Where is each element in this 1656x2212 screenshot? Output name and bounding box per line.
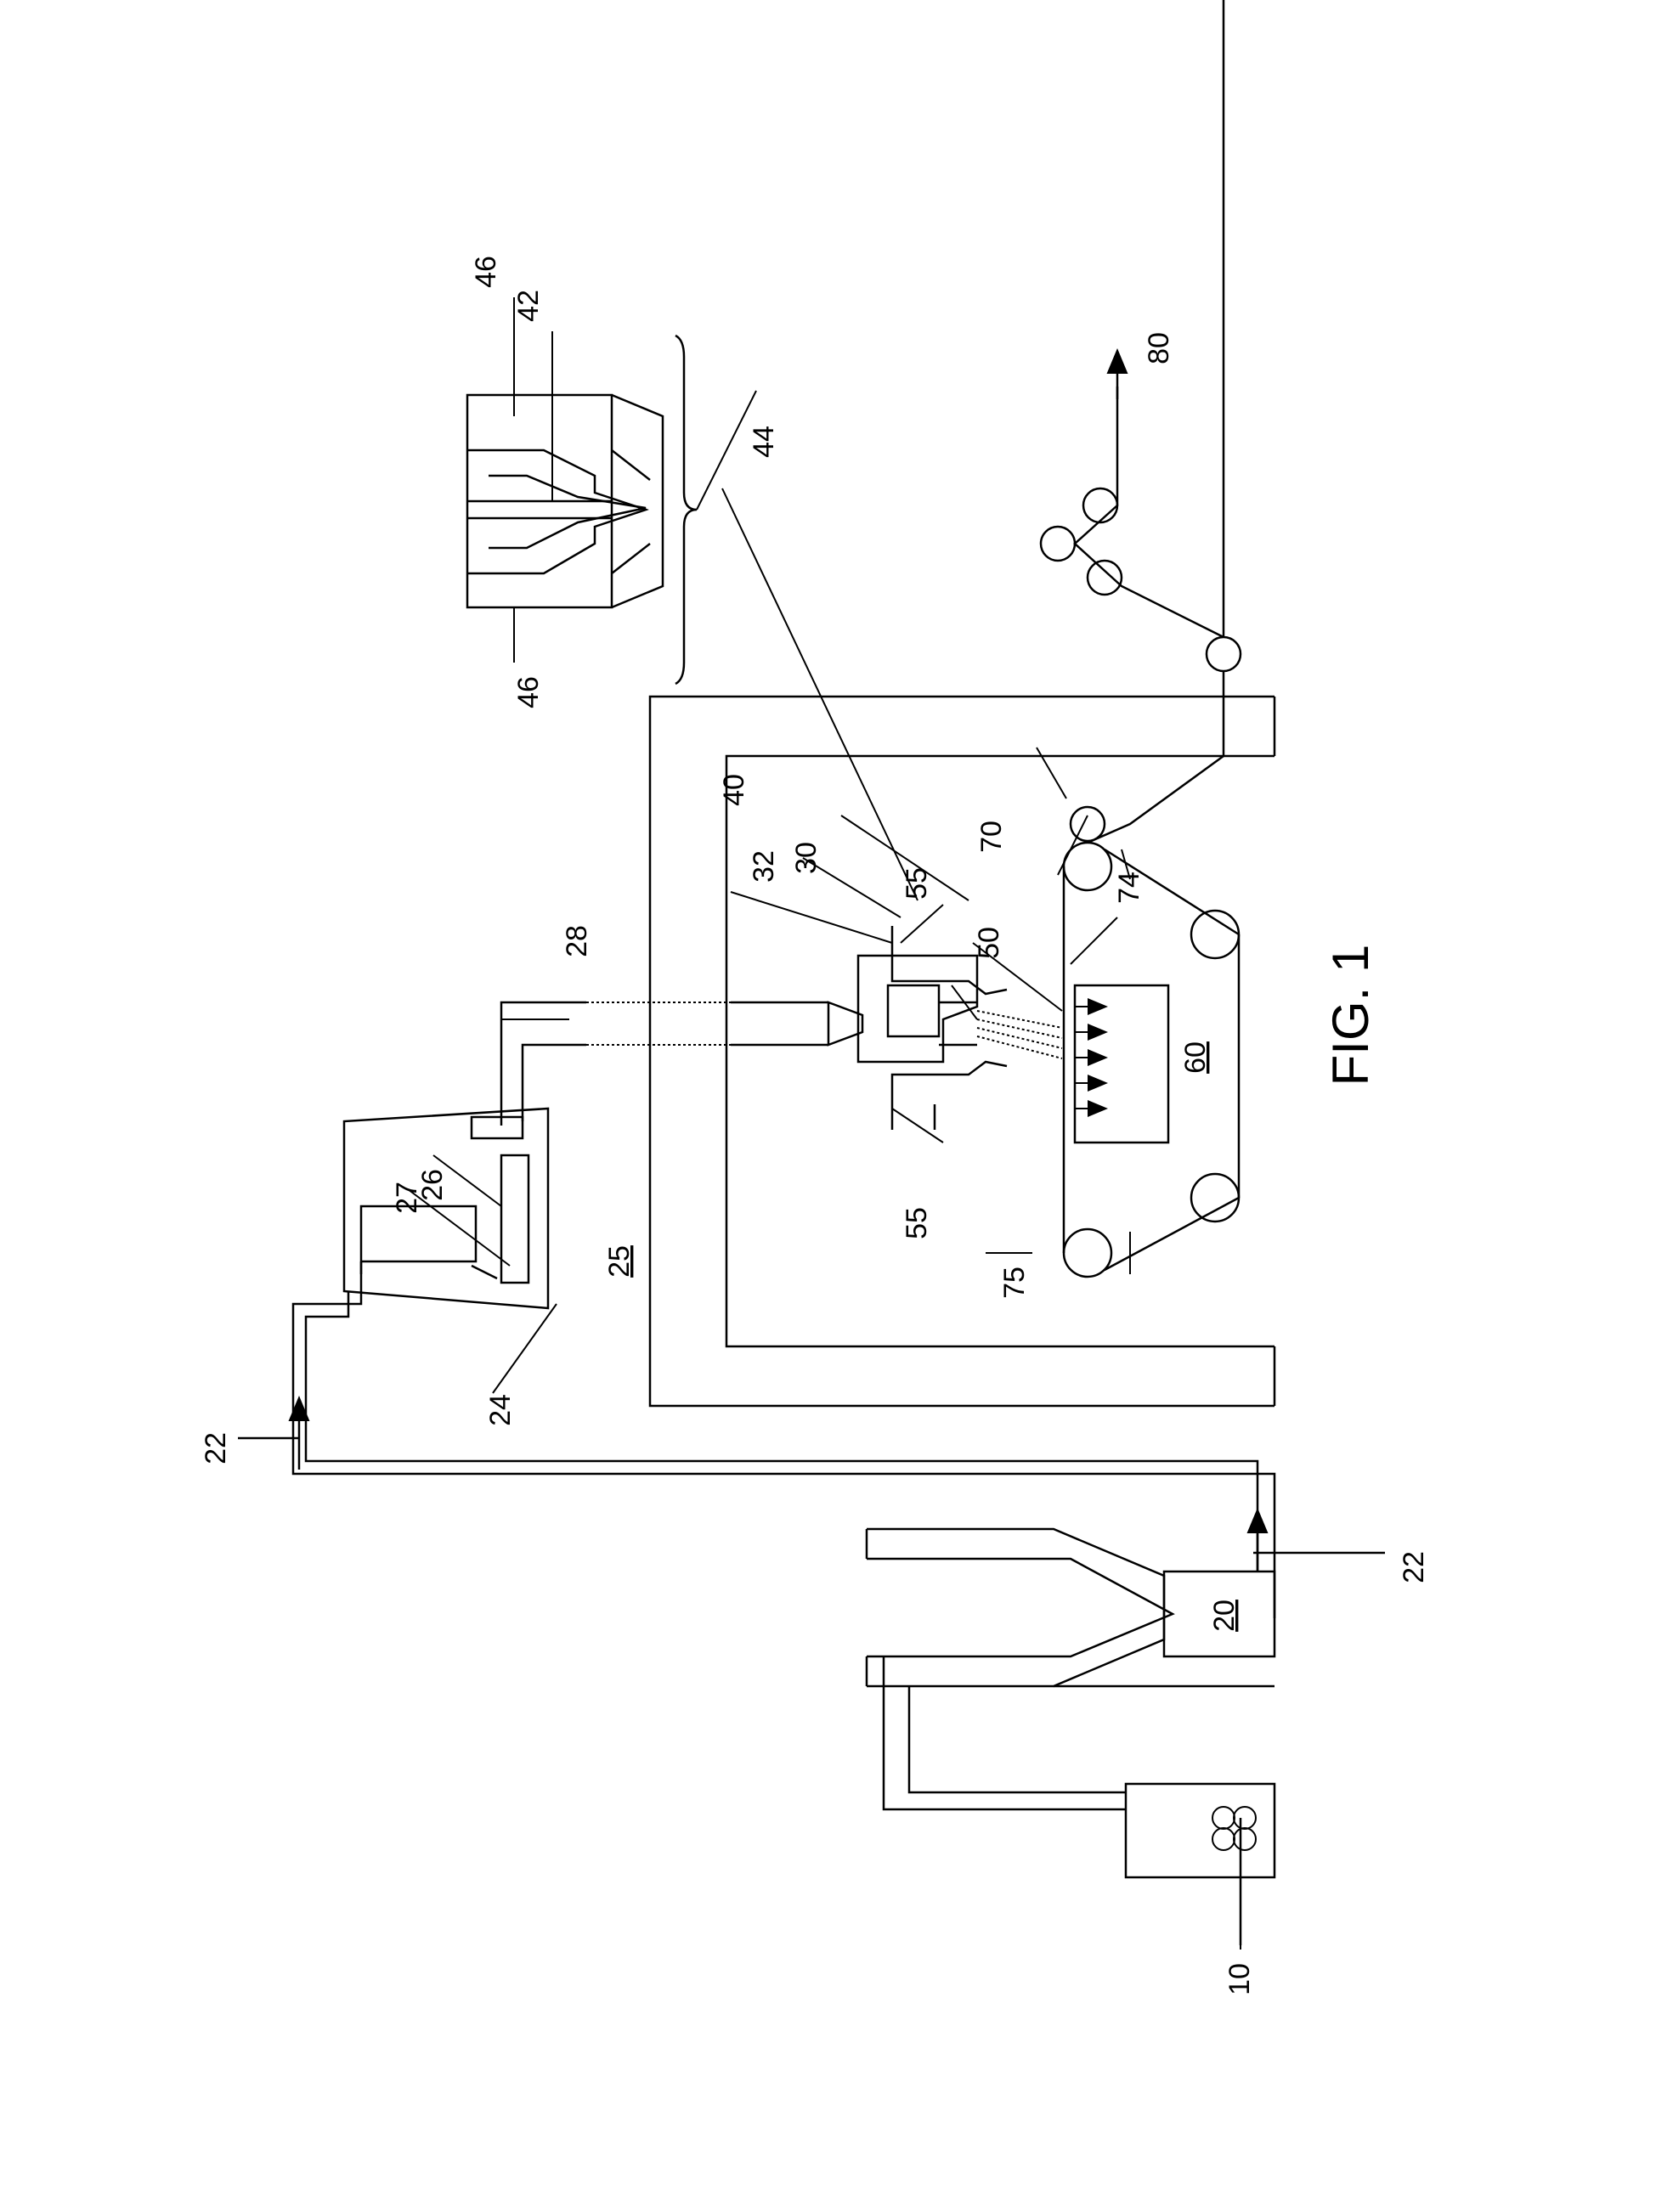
leader-lines: [238, 297, 1385, 1950]
feed-conduit: [884, 1656, 1126, 1809]
label-25: 25: [603, 1245, 636, 1278]
conveyor-belt: [1064, 843, 1239, 1277]
spinneret-assembly: [828, 956, 977, 1062]
pellet-feeder: [1126, 1784, 1274, 1945]
label-22-bottom: 22: [1398, 1551, 1430, 1583]
figure-caption: FIG. 1: [1322, 945, 1379, 1086]
label-50: 50: [973, 927, 1005, 959]
label-55-top: 55: [901, 867, 933, 900]
extruder-housing: [344, 1109, 548, 1308]
label-75: 75: [998, 1267, 1031, 1299]
label-30: 30: [790, 842, 822, 874]
label-24: 24: [484, 1394, 517, 1426]
label-74: 74: [1113, 872, 1145, 904]
label-20: 20: [1208, 1600, 1241, 1632]
vacuum-box: [1075, 985, 1168, 1143]
label-60: 60: [1179, 1041, 1212, 1074]
extruder-to-spinneret-line: [501, 1002, 828, 1126]
reference-labels: 10 20 22 22 24 25 26 27 28 30 32 40 42 4…: [200, 256, 1430, 1995]
label-32: 32: [748, 850, 780, 883]
label-70: 70: [975, 821, 1008, 853]
label-27: 27: [391, 1182, 423, 1214]
label-80: 80: [1143, 332, 1175, 364]
take-up-rollers: [1041, 0, 1241, 843]
label-40: 40: [718, 774, 750, 806]
label-44: 44: [748, 426, 780, 458]
label-28: 28: [561, 925, 593, 957]
label-46-bottom: 46: [512, 676, 545, 708]
label-55-bottom: 55: [901, 1207, 933, 1239]
label-10: 10: [1224, 1963, 1256, 1995]
gas-conduit: [238, 1261, 1385, 1618]
filaments-50: [977, 1011, 1062, 1058]
label-22-top: 22: [200, 1432, 232, 1464]
label-42: 42: [512, 290, 545, 322]
die-detail: [467, 336, 697, 684]
label-46-top: 46: [470, 256, 502, 288]
